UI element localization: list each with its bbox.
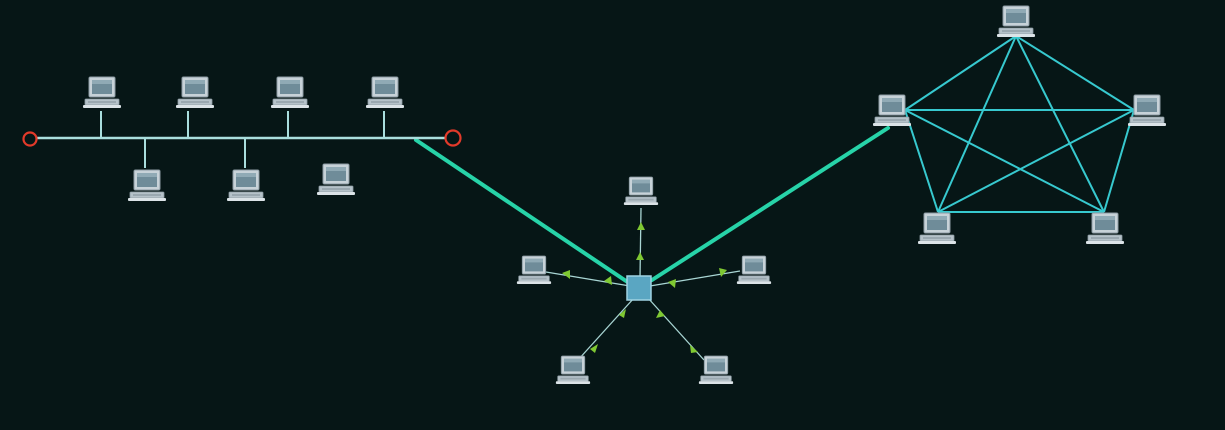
computer-icon: [917, 212, 957, 245]
computer-icon: [270, 76, 310, 109]
computer-icon: [736, 255, 772, 285]
star-hub: [626, 275, 652, 301]
computer-icon: [516, 255, 552, 285]
bus-to-hub-link: [414, 138, 634, 287]
computer-icon: [623, 176, 659, 206]
computer-icon: [82, 76, 122, 109]
computer-icon: [365, 76, 405, 109]
computer-icon: [127, 169, 167, 202]
bus-terminator-left: [22, 131, 38, 147]
computer-icon: [175, 76, 215, 109]
bus-topology: [22, 76, 462, 202]
mesh-topology: [872, 5, 1167, 245]
bus-drop-lines: [100, 111, 385, 168]
computer-icon: [698, 355, 734, 385]
computer-icon: [996, 5, 1036, 38]
computer-icon: [1085, 212, 1125, 245]
bus-terminator-right: [444, 129, 462, 147]
computer-icon: [872, 94, 912, 127]
computer-icon: [226, 169, 266, 202]
computer-icon: [1127, 94, 1167, 127]
computer-icon: [555, 355, 591, 385]
star-arrows: [562, 222, 727, 353]
hub-to-mesh-link: [650, 126, 890, 282]
computer-icon: [316, 163, 356, 196]
star-topology: [516, 176, 772, 385]
mesh-links: [904, 35, 1135, 213]
trunk-links: [414, 126, 890, 287]
